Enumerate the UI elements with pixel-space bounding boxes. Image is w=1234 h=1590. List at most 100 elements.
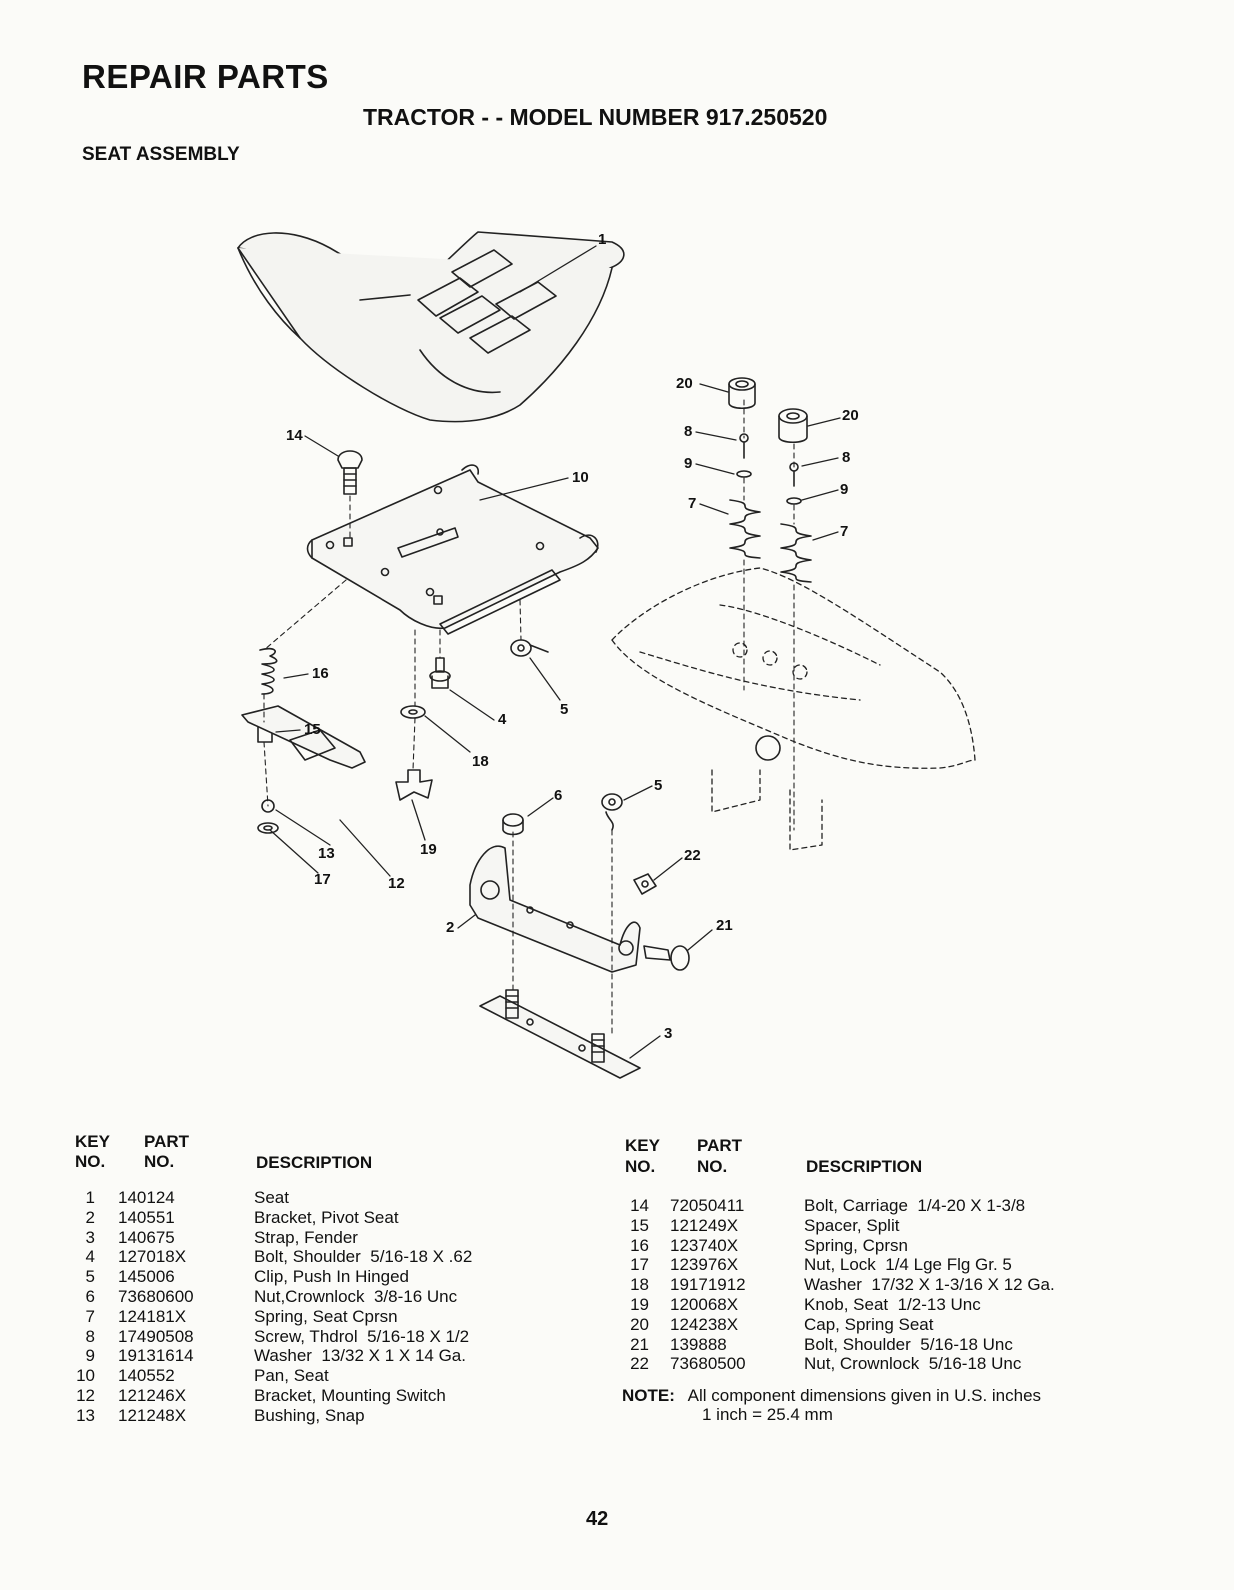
part-header-1: PART — [697, 1136, 743, 1155]
callout-15: 15 — [304, 721, 321, 738]
key-number: 13 — [76, 1405, 95, 1425]
part-number: 140552 — [118, 1366, 175, 1386]
dimension-note: NOTE: All component dimensions given in … — [622, 1386, 1041, 1424]
part-description: Nut, Lock 1/4 Lge Flg Gr. 5 — [804, 1255, 1012, 1275]
callout-16: 16 — [312, 665, 329, 682]
key-number: 7 — [85, 1306, 95, 1326]
key-number: 2 — [85, 1207, 95, 1227]
note-line2: 1 inch = 25.4 mm — [702, 1405, 833, 1424]
part-number: 121249X — [670, 1215, 739, 1235]
part-number: 127018X — [118, 1247, 187, 1267]
part-number: 120068X — [670, 1295, 739, 1314]
callout-9a: 9 — [684, 455, 692, 472]
page-number: 42 — [586, 1508, 609, 1530]
spring-cap-drawings — [728, 377, 808, 444]
key-number: 4 — [85, 1247, 95, 1267]
key-number: 15 — [630, 1215, 649, 1235]
alignment-lines — [263, 399, 795, 1035]
key-header-1: KEY — [625, 1136, 660, 1155]
part-header-2: NO. — [697, 1157, 728, 1176]
callout-8a: 8 — [684, 423, 692, 440]
callout-19: 19 — [420, 841, 437, 858]
part-description: Strap, Fender — [254, 1227, 358, 1247]
part-number: 140551 — [118, 1207, 175, 1227]
callout-2: 2 — [446, 919, 454, 936]
part-description: Bracket, Mounting Switch — [254, 1386, 446, 1405]
pivot-bracket-drawing — [469, 793, 690, 973]
part-description: Spring, Cprsn — [804, 1235, 908, 1255]
part-description: Bolt, Shoulder 5/16-18 X .62 — [254, 1247, 473, 1267]
callout-17: 17 — [314, 871, 331, 888]
part-description: Knob, Seat 1/2-13 Unc — [804, 1295, 981, 1314]
part-header-1: PART — [144, 1132, 190, 1151]
part-description: Bolt, Carriage 1/4-20 X 1-3/8 — [804, 1196, 1026, 1215]
callout-13: 13 — [318, 845, 335, 862]
key-number: 14 — [630, 1196, 649, 1215]
part-number: 139888 — [670, 1334, 727, 1354]
fender-knob-hole — [755, 735, 781, 761]
part-number: 124238X — [670, 1314, 739, 1334]
callout-10: 10 — [572, 469, 589, 486]
section-heading: SEAT ASSEMBLY — [82, 144, 240, 165]
part-number: 121248X — [118, 1405, 187, 1425]
key-number: 18 — [630, 1275, 649, 1295]
carriage-bolt-drawing — [337, 450, 363, 495]
key-number: 22 — [630, 1354, 649, 1374]
pan-hardware-drawing — [395, 639, 549, 801]
switch-bracket-drawing — [241, 647, 366, 834]
fender-strap-drawing — [479, 989, 641, 1079]
description-header: DESCRIPTION — [256, 1153, 373, 1172]
part-description: Nut, Crownlock 5/16-18 Unc — [804, 1354, 1022, 1374]
callout-6: 6 — [554, 787, 562, 804]
callout-4: 4 — [498, 711, 507, 728]
key-header-1: KEY — [75, 1132, 110, 1151]
leader-lines — [269, 245, 841, 1059]
part-number: 19171912 — [670, 1275, 746, 1295]
key-number: 12 — [76, 1386, 95, 1405]
part-number: 140675 — [118, 1227, 175, 1247]
callout-7a: 7 — [688, 495, 696, 512]
part-header-2: NO. — [144, 1152, 175, 1171]
part-number: 19131614 — [118, 1346, 194, 1366]
key-number: 6 — [85, 1287, 95, 1306]
key-number: 16 — [630, 1235, 649, 1255]
part-number: 123976X — [670, 1255, 739, 1275]
callout-22: 22 — [684, 847, 701, 864]
callout-20a: 20 — [676, 375, 693, 392]
key-number: 20 — [630, 1314, 649, 1334]
seat-drawing — [237, 231, 625, 423]
part-number: 140124 — [118, 1188, 175, 1207]
part-description: Bolt, Shoulder 5/16-18 Unc — [804, 1334, 1013, 1354]
key-number: 5 — [85, 1267, 95, 1287]
part-number: 73680600 — [118, 1287, 194, 1306]
part-number: 123740X — [670, 1235, 739, 1255]
springs-and-screws-drawing — [729, 433, 812, 583]
callout-18: 18 — [472, 753, 489, 770]
key-header-2: NO. — [625, 1157, 656, 1176]
key-number: 9 — [85, 1346, 95, 1366]
note-label: NOTE: — [622, 1386, 675, 1405]
callout-7b: 7 — [840, 523, 848, 540]
part-description: Spacer, Split — [804, 1215, 900, 1235]
part-description: Cap, Spring Seat — [804, 1314, 934, 1334]
part-description: Washer 13/32 X 1 X 14 Ga. — [254, 1346, 466, 1366]
key-number: 21 — [630, 1334, 649, 1354]
part-number: 73680500 — [670, 1354, 746, 1374]
part-number: 145006 — [118, 1267, 175, 1287]
part-description: Washer 17/32 X 1-3/16 X 12 Ga. — [804, 1275, 1055, 1295]
description-header: DESCRIPTION — [806, 1157, 923, 1176]
callout-1: 1 — [598, 231, 606, 248]
callout-5a: 5 — [560, 701, 568, 718]
part-description: Nut,Crownlock 3/8-16 Unc — [254, 1287, 458, 1306]
seat-pan-drawing — [306, 464, 599, 635]
part-description: Clip, Push In Hinged — [254, 1267, 409, 1287]
part-number: 17490508 — [118, 1326, 194, 1346]
part-description: Screw, Thdrol 5/16-18 X 1/2 — [254, 1326, 470, 1346]
callout-20b: 20 — [842, 407, 859, 424]
key-number: 1 — [85, 1188, 95, 1207]
key-number: 10 — [76, 1366, 95, 1386]
part-number: 124181X — [118, 1306, 187, 1326]
part-description: Pan, Seat — [254, 1366, 329, 1386]
part-number: 121246X — [118, 1386, 187, 1405]
callout-numbers: 1 20 20 14 10 8 8 9 9 7 7 16 4 5 15 18 6… — [286, 231, 859, 1042]
